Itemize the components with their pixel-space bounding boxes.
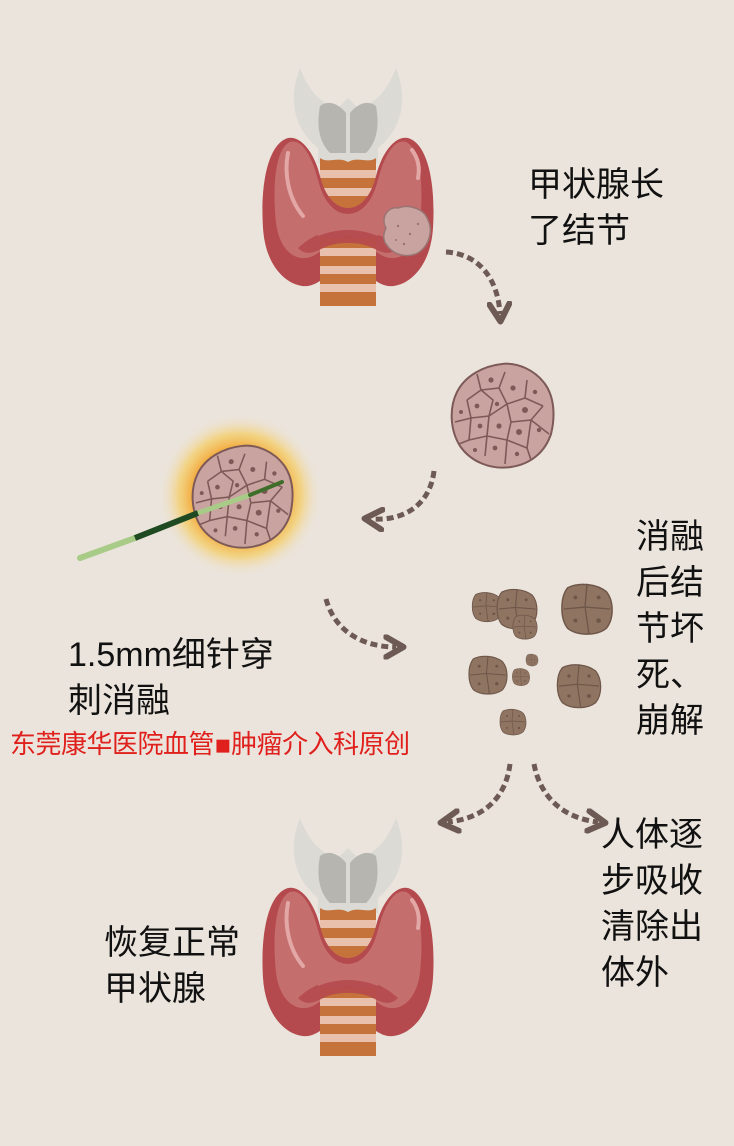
thyroid-with-nodule-icon [258,58,438,308]
step-label-ablation: 1.5mm细针穿 刺消融 [68,586,274,724]
healthy-thyroid-figure [258,808,438,1058]
dashed-arrow-icon [323,598,410,665]
ablation-needle-icon [77,413,322,577]
dashed-arrow-icon [440,763,610,840]
step-label-ablation-text: 1.5mm细针穿 刺消融 [68,636,274,720]
healthy-thyroid-icon [258,808,438,1058]
step-label-nodule: 甲状腺长 了结节 [528,165,664,251]
dashed-arrow-icon [445,249,520,330]
nodule-cluster-icon [450,362,555,469]
step-label-normal: 恢复正常 甲状腺 [104,923,240,1009]
ablation-figure [70,410,330,580]
thyroid-with-nodule-figure [258,58,438,308]
step-label-absorb: 人体逐 步吸收 清除出 体外 [601,815,703,993]
dashed-arrow-icon [360,470,437,535]
necrotic-fragments-icon [460,565,630,745]
step-label-necrosis: 消融 后结 节坏 死、 崩解 [636,517,704,741]
credit-text: 东莞康华医院血管▪肿瘤介入科原创 [10,730,410,760]
